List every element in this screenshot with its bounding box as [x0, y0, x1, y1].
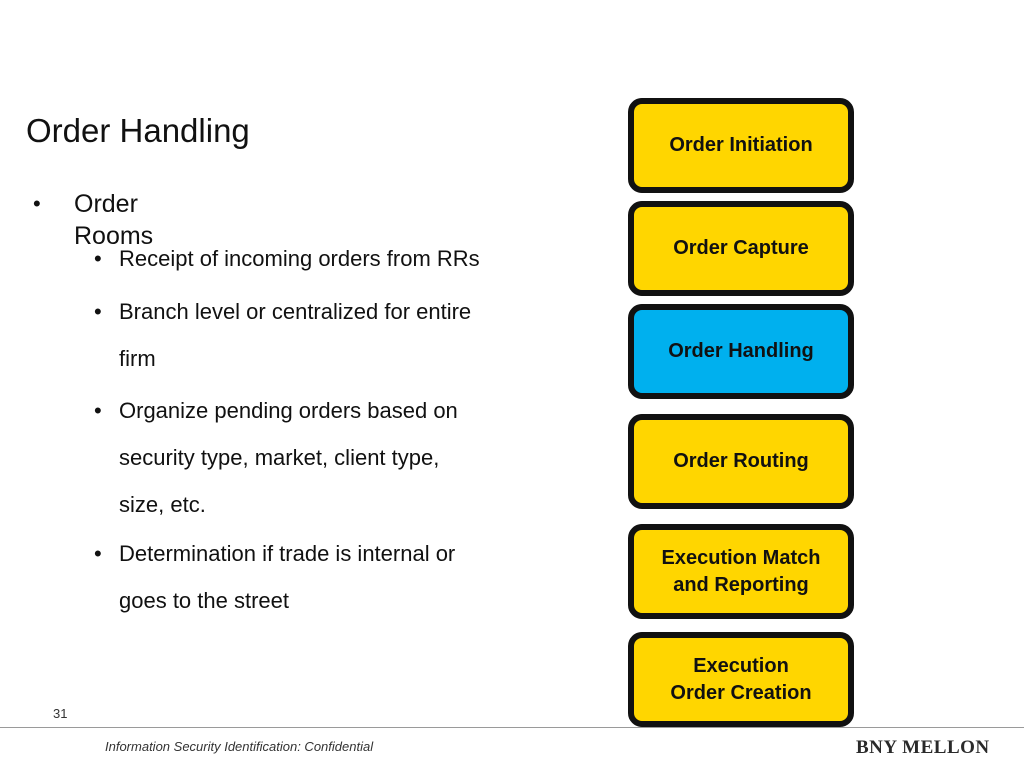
sub-bullet-receipt: Receipt of incoming orders from RRs [119, 235, 559, 282]
bullet-line: goes to the street [119, 588, 289, 613]
bullet-line: Determination if trade is internal or [119, 541, 456, 566]
bny-mellon-logo: BNY MELLON [856, 737, 990, 758]
flow-step-order-capture: Order Capture [628, 201, 854, 296]
bullet-marker: • [94, 246, 102, 271]
bullet-line: size, etc. [119, 492, 206, 517]
bullet-line: Branch level or centralized for entire [119, 299, 472, 324]
flow-step-order-handling: Order Handling [628, 304, 854, 399]
flow-step-order-initiation: Order Initiation [628, 98, 854, 193]
bullet-line: Organize pending orders based on [119, 398, 458, 423]
sub-bullet-determination: Determination if trade is internal or go… [119, 530, 559, 624]
bullet-marker: • [94, 398, 102, 423]
bullet-marker: • [94, 299, 102, 324]
page-number: 31 [53, 706, 68, 721]
bullet-marker: • [94, 541, 102, 566]
flow-step-execution-match: Execution Match and Reporting [628, 524, 854, 619]
sub-bullet-branch-level: Branch level or centralized for entire f… [119, 288, 559, 382]
footer-divider [0, 727, 1024, 728]
bullet-line: firm [119, 346, 156, 371]
bullet-line: security type, market, client type, [119, 445, 440, 470]
slide-title: Order Handling [26, 112, 250, 149]
bullet-order-rooms: Order Rooms [74, 190, 154, 250]
bullet-line: Receipt of incoming orders from RRs [119, 246, 480, 271]
security-classification: Information Security Identification: Con… [105, 739, 374, 754]
bullet-marker: • [33, 191, 41, 216]
flow-step-order-routing: Order Routing [628, 414, 854, 509]
flow-step-execution-order-creation: Execution Order Creation [628, 632, 854, 727]
sub-bullet-organize: Organize pending orders based on securit… [119, 387, 559, 528]
